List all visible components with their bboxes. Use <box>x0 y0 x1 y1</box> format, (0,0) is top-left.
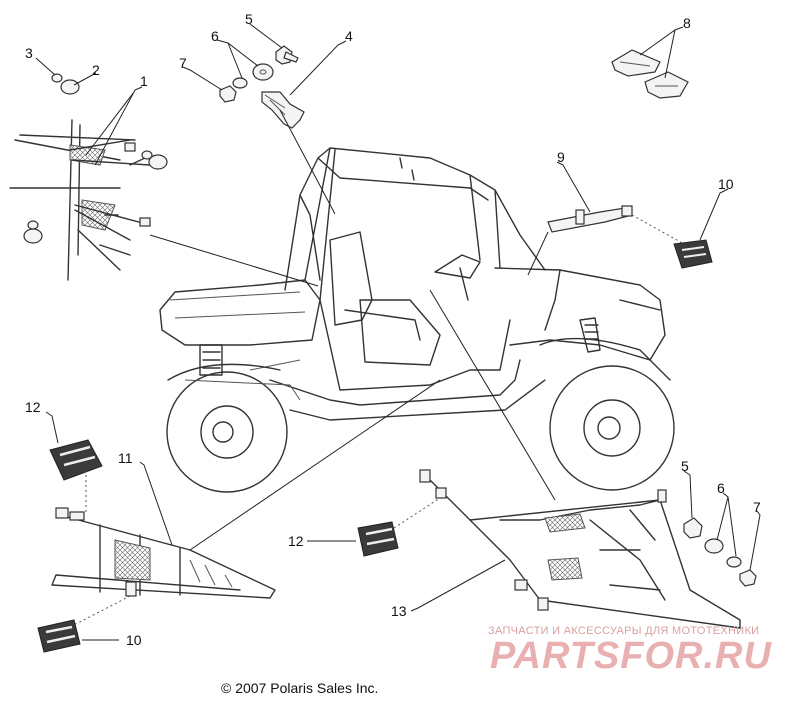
callout-5-top: 5 <box>245 11 253 27</box>
rear-wheel <box>166 371 288 493</box>
callout-10-bottom: 10 <box>126 632 142 648</box>
part-13-right-net <box>419 469 741 629</box>
part-12-buckle-left <box>49 439 103 481</box>
part-5-screw-lower <box>683 517 703 539</box>
callout-5-lower: 5 <box>681 458 689 474</box>
callout-6-lower: 6 <box>717 480 725 496</box>
callout-4: 4 <box>345 28 353 44</box>
watermark: ЗАПЧАСТИ И АКСЕССУАРЫ ДЛЯ МОТОТЕХНИКИ PA… <box>488 625 772 677</box>
part-6-washer-lower <box>704 538 742 568</box>
part-6-washer <box>232 63 274 89</box>
seats <box>329 231 441 366</box>
callout-labels: 1 2 3 4 5 6 7 8 9 10 12 11 5 6 7 12 13 1… <box>25 11 761 648</box>
part-7-nut <box>219 85 237 103</box>
part-11-left-net <box>51 507 276 599</box>
callout-3: 3 <box>25 45 33 61</box>
callout-12-left: 12 <box>25 399 41 415</box>
part-9-strap <box>547 205 634 233</box>
watermark-brand: PARTSFOR.RU <box>490 635 772 677</box>
vehicle-drawing <box>159 147 675 493</box>
callout-6-top: 6 <box>211 28 219 44</box>
callout-8: 8 <box>683 15 691 31</box>
hood <box>494 267 666 361</box>
callout-2: 2 <box>92 62 100 78</box>
rear-suspension <box>199 344 223 376</box>
part-7-nut-lower <box>739 569 757 587</box>
part-5-screw <box>275 45 299 65</box>
steering-wheel <box>434 254 481 301</box>
part-10-buckle-bottom <box>37 619 81 653</box>
callout-7-lower: 7 <box>753 499 761 515</box>
callout-13: 13 <box>391 603 407 619</box>
part-8-buckle <box>611 49 689 99</box>
part-4-bracket <box>261 91 305 129</box>
callout-7-top: 7 <box>179 55 187 71</box>
part-12-buckle-center <box>357 521 399 557</box>
front-wheel <box>549 365 675 491</box>
rear-box <box>159 279 321 346</box>
callout-10-top: 10 <box>718 176 734 192</box>
front-suspension <box>579 317 601 353</box>
part-1-upper-net <box>9 119 151 281</box>
callout-9: 9 <box>557 149 565 165</box>
callout-1: 1 <box>140 73 148 89</box>
leader-lines <box>35 23 761 641</box>
part-10-buckle-top <box>673 239 713 269</box>
callout-11: 11 <box>118 450 133 466</box>
copyright-notice: © 2007 Polaris Sales Inc. <box>221 680 378 696</box>
watermark-tagline: ЗАПЧАСТИ И АКСЕССУАРЫ ДЛЯ МОТОТЕХНИКИ <box>488 625 759 637</box>
chassis <box>269 299 546 421</box>
callout-12-center: 12 <box>288 533 304 549</box>
part-3-fastener <box>27 73 153 230</box>
roll-cage <box>284 147 546 301</box>
